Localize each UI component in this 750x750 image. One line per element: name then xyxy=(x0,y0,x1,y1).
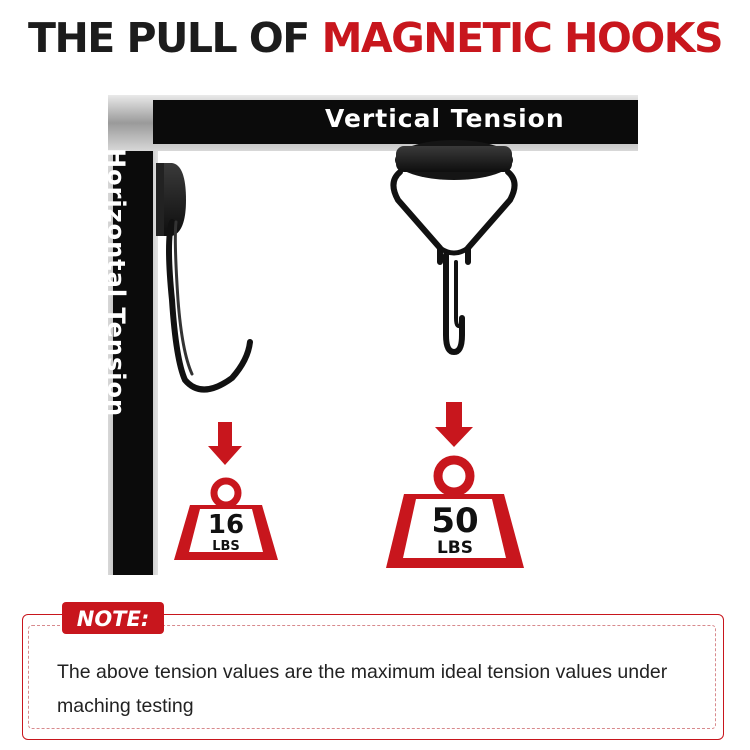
horizontal-weight-unit: LBS xyxy=(212,539,240,554)
title-prefix: THE PULL OF xyxy=(28,14,322,62)
vertical-beam xyxy=(108,95,158,575)
horizontal-tension-label: Horizontal Tension xyxy=(102,148,130,418)
vertical-tension-label: Vertical Tension xyxy=(325,104,565,133)
note-tag-label: NOTE: xyxy=(76,607,150,631)
horizontal-beam xyxy=(108,95,638,151)
magnet-hook-icon xyxy=(156,163,253,393)
note-text: The above tension values are the maximum… xyxy=(57,661,668,717)
page-title: THE PULL OF MAGNETIC HOOKS xyxy=(0,14,750,62)
magnet-hook-icon xyxy=(390,140,518,356)
note-tag xyxy=(62,602,164,634)
weight-icon xyxy=(174,477,278,560)
weight-icon xyxy=(386,455,524,568)
note-box xyxy=(22,614,724,740)
title-highlight: MAGNETIC HOOKS xyxy=(321,14,724,62)
vertical-weight-value: 50 xyxy=(431,501,479,541)
arrow-down-icon xyxy=(208,422,242,465)
arrow-down-icon xyxy=(435,402,473,447)
horizontal-weight-value: 16 xyxy=(207,510,245,540)
vertical-weight-unit: LBS xyxy=(436,538,474,558)
note-inner-border xyxy=(28,625,716,729)
